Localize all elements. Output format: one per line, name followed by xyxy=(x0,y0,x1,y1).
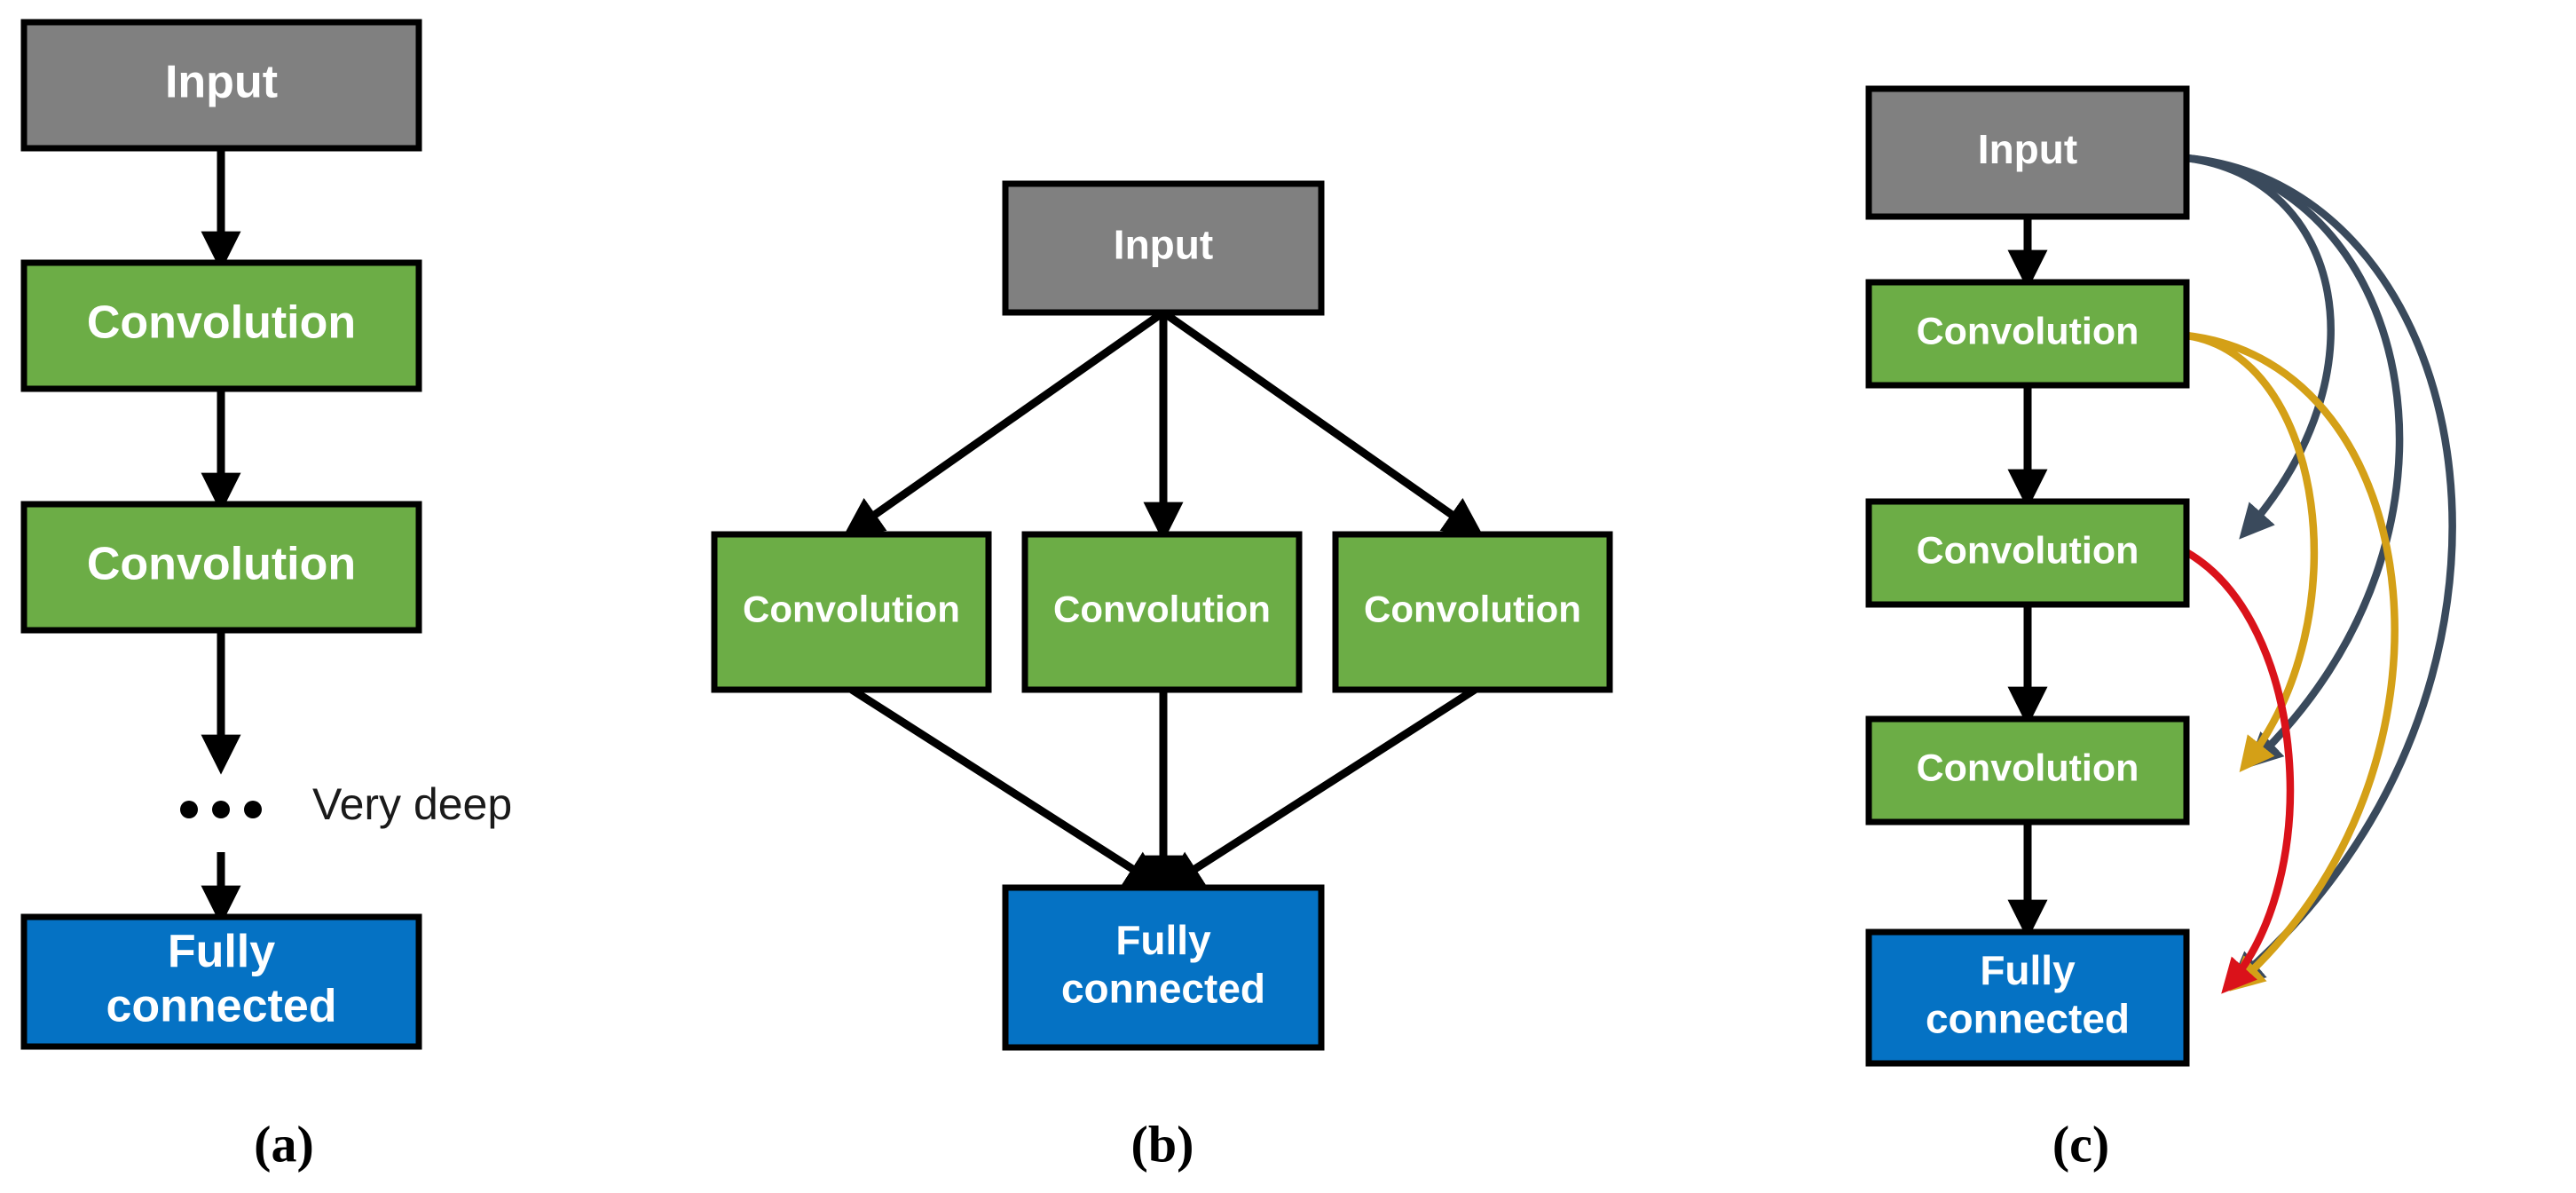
node-box-conv-left xyxy=(711,531,992,693)
arrow-conv-left-to-fc xyxy=(849,686,1166,890)
panel-a: InputConvolutionConvolutionFullyconnecte… xyxy=(20,19,512,1173)
node-box-fully-connected xyxy=(20,913,422,1050)
node-box-conv-2 xyxy=(20,501,422,634)
arrow-input-to-conv-left xyxy=(842,309,1166,538)
node-label-input: Input xyxy=(1114,222,1213,268)
node-box-conv-1 xyxy=(1865,279,2190,389)
node-label-fully-connected-line2: connected xyxy=(106,980,336,1031)
panel-caption-a: (a) xyxy=(254,1115,314,1173)
ellipsis-dot xyxy=(244,801,262,818)
node-label-conv-center: Convolution xyxy=(1053,589,1271,630)
panel-caption-b: (b) xyxy=(1131,1115,1194,1173)
node-conv-left[interactable]: Convolution xyxy=(711,531,992,693)
node-conv-3[interactable]: Convolution xyxy=(1865,715,2190,826)
vertical-ellipsis xyxy=(180,801,262,818)
skip-input-to-conv3 xyxy=(2182,154,2404,769)
skip-input-to-fc xyxy=(2182,154,2456,987)
node-label-fully-connected-line1: Fully xyxy=(1115,917,1211,963)
node-box-conv-3 xyxy=(1865,715,2190,826)
node-conv-1[interactable]: Convolution xyxy=(1865,279,2190,389)
skip-conv2-to-fc xyxy=(2182,548,2295,994)
node-label-conv-right: Convolution xyxy=(1364,589,1581,630)
node-input[interactable]: Input xyxy=(20,19,422,152)
node-box-conv-2 xyxy=(1865,498,2190,608)
ellipsis-dot xyxy=(212,801,230,818)
node-label-conv-1: Convolution xyxy=(87,297,356,349)
skip-conv1-to-conv3 xyxy=(2182,331,2319,772)
very-deep-label: Very deep xyxy=(312,779,512,829)
node-conv-1[interactable]: Convolution xyxy=(20,259,422,392)
node-label-conv-left: Convolution xyxy=(743,589,960,630)
arrow-conv-right-to-fc xyxy=(1162,686,1477,890)
node-label-input: Input xyxy=(165,57,278,108)
node-box-conv-right xyxy=(1332,531,1613,693)
arrow-input-to-conv-right xyxy=(1161,309,1485,538)
node-box-fully-connected xyxy=(1865,928,2190,1067)
node-box-conv-center xyxy=(1021,531,1303,693)
node-label-fully-connected-line1: Fully xyxy=(168,926,275,977)
node-box-input xyxy=(1865,85,2190,220)
skip-conv1-to-fc xyxy=(2182,331,2399,992)
node-box-fully-connected xyxy=(1002,884,1325,1051)
node-conv-right[interactable]: Convolution xyxy=(1332,531,1613,693)
node-label-fully-connected-line2: connected xyxy=(1926,995,2130,1041)
node-box-input xyxy=(1002,180,1325,316)
node-input[interactable]: Input xyxy=(1865,85,2190,220)
panel-c: InputConvolutionConvolutionConvolutionFu… xyxy=(1865,85,2456,1173)
node-conv-center[interactable]: Convolution xyxy=(1021,531,1303,693)
node-box-input xyxy=(20,19,422,152)
ellipsis-dot xyxy=(180,801,198,818)
node-label-fully-connected-line1: Fully xyxy=(1980,947,2076,993)
node-label-conv-3: Convolution xyxy=(1917,747,2139,789)
node-label-fully-connected-line2: connected xyxy=(1061,965,1265,1011)
node-conv-2[interactable]: Convolution xyxy=(1865,498,2190,608)
panel-caption-c: (c) xyxy=(2052,1115,2109,1173)
node-box-conv-1 xyxy=(20,259,422,392)
node-label-conv-2: Convolution xyxy=(87,539,356,590)
node-conv-2[interactable]: Convolution xyxy=(20,501,422,634)
node-label-conv-1: Convolution xyxy=(1917,310,2139,352)
node-label-conv-2: Convolution xyxy=(1917,529,2139,572)
node-label-input: Input xyxy=(1978,126,2077,172)
node-input[interactable]: Input xyxy=(1002,180,1325,316)
